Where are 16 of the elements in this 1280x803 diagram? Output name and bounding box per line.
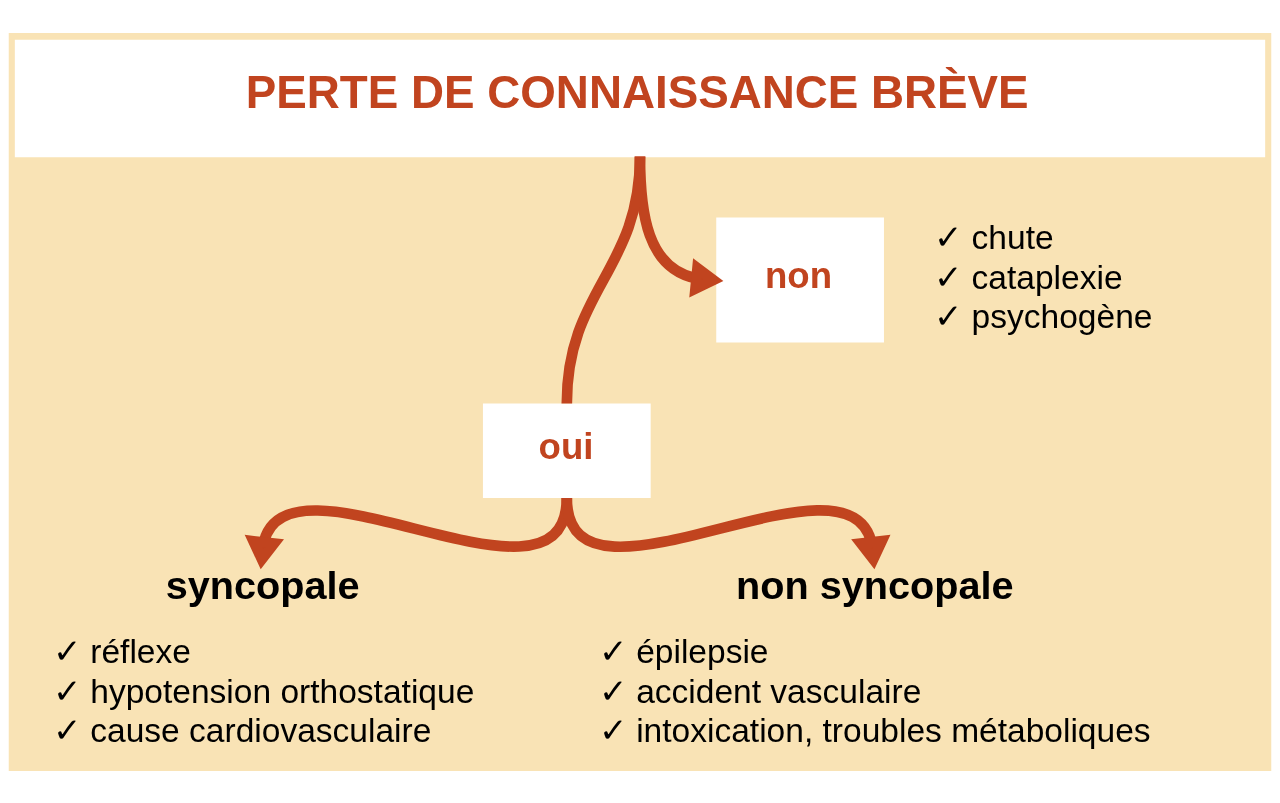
node-label: ✓ hypotension orthostatique xyxy=(52,672,475,710)
node-label: ✓ cataplexie xyxy=(934,258,1123,296)
node-box: oui xyxy=(482,403,651,498)
node-label: ✓ chute xyxy=(934,218,1054,256)
node-box: PERTE DE CONNAISSANCE BRÈVE xyxy=(14,39,1266,157)
arrow xyxy=(561,496,891,569)
node-label: ✓ intoxication, troubles métaboliques xyxy=(598,711,1151,749)
node-label: ✓ épilepsie xyxy=(598,632,769,670)
node-label: ✓ cause cardiovasculaire xyxy=(52,711,432,749)
node-text: syncopale xyxy=(165,562,360,607)
node-label: ✓ réflexe xyxy=(52,632,191,670)
connector xyxy=(561,155,646,404)
node-label: ✓ accident vasculaire xyxy=(598,672,922,710)
node-box: non xyxy=(716,217,884,343)
node-text: non syncopale xyxy=(736,562,1014,607)
node-label: ✓ psychogène xyxy=(934,297,1153,335)
